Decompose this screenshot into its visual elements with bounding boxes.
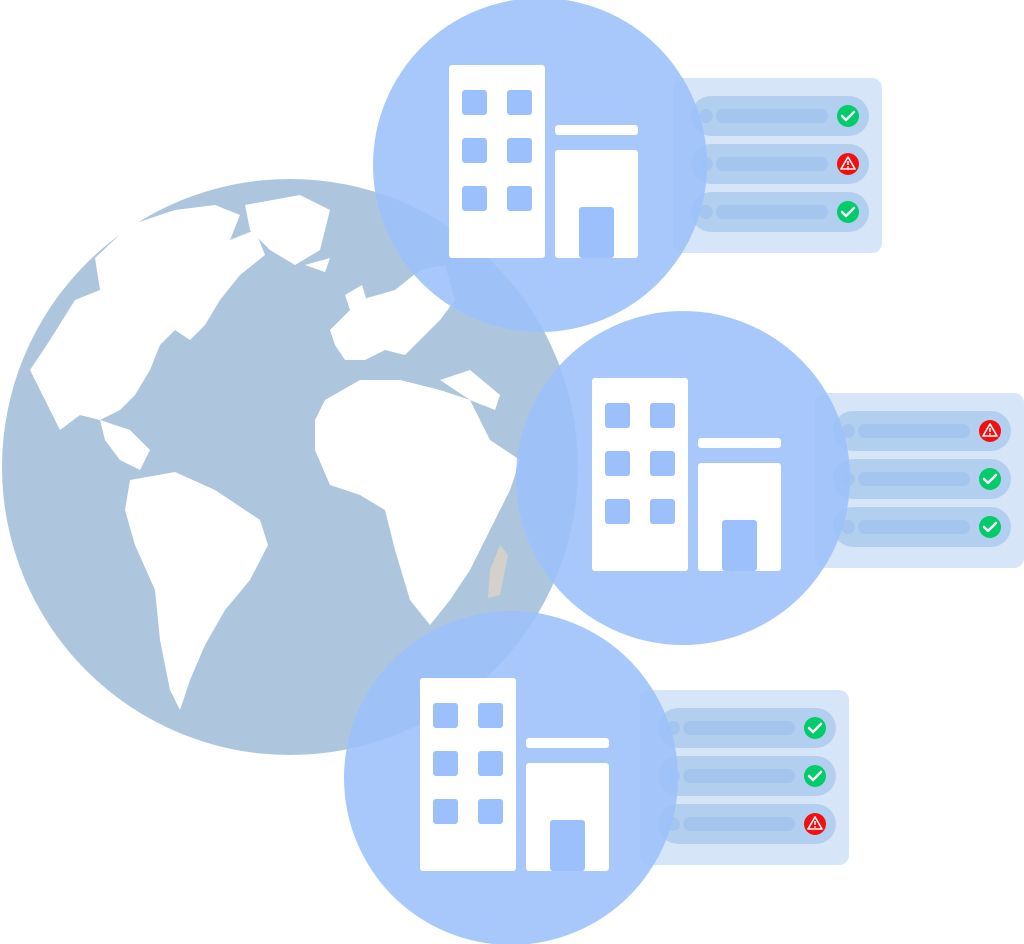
window	[433, 799, 458, 824]
row-bar	[716, 109, 828, 123]
window	[433, 751, 458, 776]
window	[462, 90, 487, 115]
row-bar	[716, 157, 828, 171]
status-row	[833, 459, 1011, 499]
row-bar	[858, 472, 970, 486]
status-row	[833, 507, 1011, 547]
check-icon	[979, 468, 1001, 490]
check-icon	[804, 717, 826, 739]
status-panel	[640, 690, 849, 865]
building-icon	[420, 678, 609, 871]
continents	[30, 195, 520, 710]
window	[605, 451, 630, 476]
window	[650, 403, 675, 428]
site-2	[516, 311, 1024, 645]
window	[650, 499, 675, 524]
building-icon	[592, 378, 781, 571]
row-dot	[699, 109, 713, 123]
status-row	[658, 756, 836, 796]
window	[478, 703, 503, 728]
warning-icon	[837, 153, 859, 175]
roof-bar	[698, 438, 781, 448]
status-row	[658, 708, 836, 748]
roof-bar	[526, 738, 609, 748]
site-1	[373, 0, 882, 332]
globe	[2, 179, 578, 755]
row-bar	[683, 721, 795, 735]
check-icon	[837, 105, 859, 127]
status-panel	[673, 78, 882, 253]
window	[462, 138, 487, 163]
door	[579, 207, 614, 258]
window	[462, 186, 487, 211]
window	[478, 799, 503, 824]
check-icon	[979, 516, 1001, 538]
window	[507, 138, 532, 163]
status-row	[658, 804, 836, 844]
check-icon	[804, 765, 826, 787]
window	[433, 703, 458, 728]
row-dot	[841, 520, 855, 534]
status-panel	[815, 393, 1024, 568]
annex	[555, 150, 638, 258]
door	[722, 520, 757, 571]
status-row	[691, 96, 869, 136]
status-row	[691, 192, 869, 232]
window	[507, 90, 532, 115]
window	[507, 186, 532, 211]
window	[605, 403, 630, 428]
status-row	[833, 411, 1011, 451]
status-row	[691, 144, 869, 184]
warning-icon	[979, 420, 1001, 442]
row-bar	[716, 205, 828, 219]
window	[650, 451, 675, 476]
site-3	[344, 611, 849, 944]
row-bar	[858, 520, 970, 534]
check-icon	[837, 201, 859, 223]
annex	[526, 763, 609, 871]
window	[605, 499, 630, 524]
warning-icon	[804, 813, 826, 835]
building-icon	[449, 65, 638, 258]
row-dot	[841, 424, 855, 438]
annex	[698, 463, 781, 571]
row-bar	[683, 769, 795, 783]
row-bar	[858, 424, 970, 438]
row-dot	[699, 205, 713, 219]
roof-bar	[555, 125, 638, 135]
row-bar	[683, 817, 795, 831]
window	[478, 751, 503, 776]
door	[550, 820, 585, 871]
madagascar	[488, 545, 508, 598]
